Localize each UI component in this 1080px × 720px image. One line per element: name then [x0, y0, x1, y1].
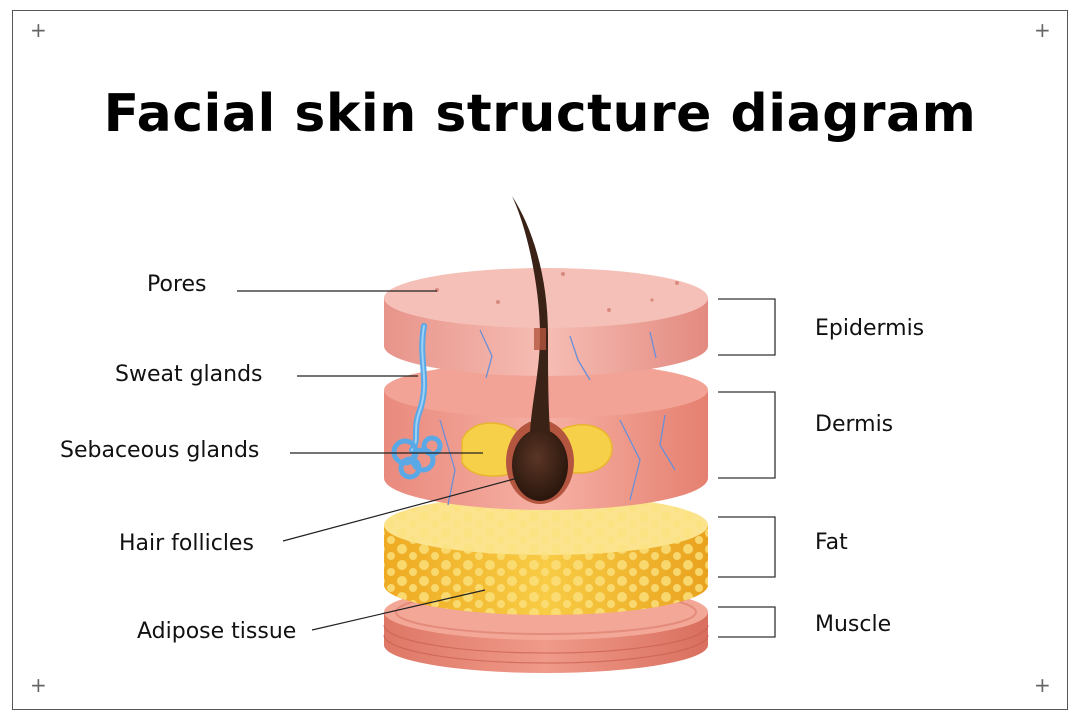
corner-mark-top-left: + [30, 18, 47, 42]
label-sweat-glands: Sweat glands [115, 362, 263, 387]
label-pores: Pores [147, 272, 207, 297]
label-epidermis: Epidermis [815, 316, 925, 341]
label-fat: Fat [815, 530, 848, 555]
hair-follicle [506, 196, 574, 504]
diagram-title: Facial skin structure diagram [103, 84, 977, 144]
label-sebaceous-glands: Sebaceous glands [60, 438, 260, 463]
label-dermis: Dermis [815, 412, 894, 437]
corner-mark-bottom-right: + [1034, 673, 1051, 697]
sweat-gland [391, 323, 443, 480]
corner-mark-bottom-left: + [30, 673, 47, 697]
fat-layer [384, 495, 708, 615]
label-muscle: Muscle [815, 612, 892, 637]
leader-lines [237, 290, 519, 631]
layer-brackets [718, 298, 776, 638]
label-hair-follicles: Hair follicles [119, 531, 254, 556]
label-adipose-tissue: Adipose tissue [137, 619, 297, 644]
corner-mark-top-right: + [1034, 18, 1051, 42]
